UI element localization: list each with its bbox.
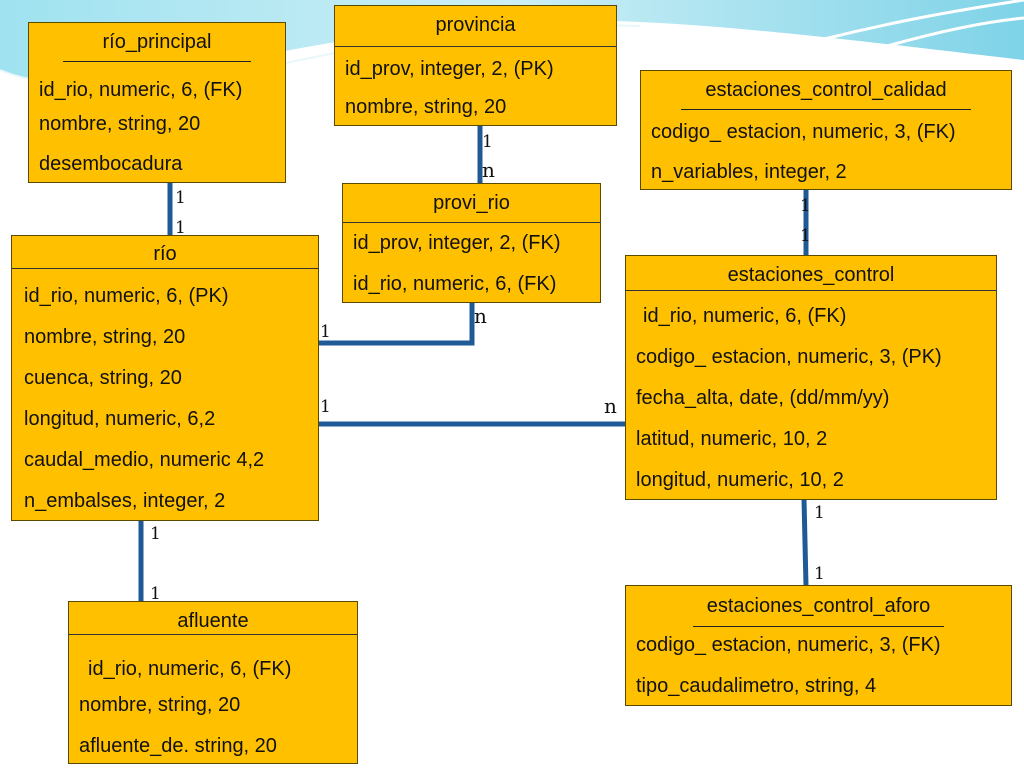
attribute: cuenca, string, 20 [24, 367, 182, 389]
attribute: id_rio, numeric, 6, (FK) [353, 273, 557, 295]
entity-title: provi_rio [433, 192, 510, 214]
attribute: nombre, string, 20 [79, 694, 241, 716]
cardinality-label: 1 [814, 503, 825, 523]
cardinality-label: 1 [800, 226, 811, 246]
link-estaciones-aforo [801, 498, 809, 587]
cardinality-label: 1 [800, 196, 811, 216]
cardinality-label: 1 [320, 322, 331, 342]
attribute: codigo_ estacion, numeric, 3, (FK) [636, 634, 941, 656]
cardinality-label: n [474, 304, 487, 328]
cardinality-label: 1 [482, 132, 493, 152]
entity-title: estaciones_control [727, 264, 895, 286]
attribute: codigo_ estacion, numeric, 3, (PK) [636, 346, 942, 368]
cardinality-label: 1 [150, 584, 161, 604]
attribute: id_rio, numeric, 6, (FK) [643, 305, 847, 327]
cardinality-label: 1 [320, 397, 331, 417]
entity-title: estaciones_control_calidad [681, 71, 971, 110]
attribute: nombre, string, 20 [39, 113, 201, 135]
attribute: codigo_ estacion, numeric, 3, (FK) [651, 121, 956, 143]
cardinality-label: n [482, 158, 495, 182]
entity-rio-principal[interactable]: río_principal id_rio, numeric, 6, (FK) n… [28, 22, 286, 183]
entity-provi-rio[interactable]: provi_rio id_prov, integer, 2, (FK) id_r… [342, 183, 601, 303]
attribute: id_prov, integer, 2, (FK) [353, 232, 561, 254]
attribute: latitud, numeric, 10, 2 [636, 428, 828, 450]
entity-afluente[interactable]: afluente id_rio, numeric, 6, (FK) nombre… [68, 601, 358, 764]
attribute: nombre, string, 20 [345, 96, 507, 118]
attribute: id_rio, numeric, 6, (PK) [24, 285, 229, 307]
attribute: longitud, numeric, 6,2 [24, 408, 216, 430]
attribute: tipo_caudalimetro, string, 4 [636, 675, 877, 697]
attribute: id_prov, integer, 2, (PK) [345, 58, 554, 80]
attribute: nombre, string, 20 [24, 326, 186, 348]
link-rio-provirio [318, 302, 475, 346]
entity-rio[interactable]: río id_rio, numeric, 6, (PK) nombre, str… [11, 235, 319, 521]
entity-title: provincia [435, 14, 516, 36]
entity-estaciones-control-aforo[interactable]: estaciones_control_aforo codigo_ estacio… [625, 585, 1012, 706]
attribute: n_embalses, integer, 2 [24, 490, 226, 512]
attribute: id_rio, numeric, 6, (FK) [88, 658, 292, 680]
cardinality-label: 1 [175, 188, 186, 208]
cardinality-label: 1 [150, 524, 161, 544]
attribute: afluente_de. string, 20 [79, 735, 277, 757]
attribute: desembocadura [39, 153, 183, 175]
cardinality-label: n [604, 394, 617, 418]
cardinality-label: 1 [175, 218, 186, 238]
entity-title: afluente [177, 610, 249, 632]
attribute: fecha_alta, date, (dd/mm/yy) [636, 387, 890, 409]
entity-estaciones-control[interactable]: estaciones_control id_rio, numeric, 6, (… [625, 255, 997, 500]
entity-provincia[interactable]: provincia id_prov, integer, 2, (PK) nomb… [334, 5, 617, 126]
entity-title: río [153, 243, 177, 265]
attribute: n_variables, integer, 2 [651, 161, 847, 183]
entity-title: estaciones_control_aforo [692, 586, 945, 627]
attribute: id_rio, numeric, 6, (FK) [39, 79, 243, 101]
entity-title: río_principal [62, 23, 252, 62]
attribute: longitud, numeric, 10, 2 [636, 469, 844, 491]
entity-estaciones-control-calidad[interactable]: estaciones_control_calidad codigo_ estac… [640, 70, 1012, 190]
cardinality-label: 1 [814, 564, 825, 584]
attribute: caudal_medio, numeric 4,2 [24, 449, 265, 471]
